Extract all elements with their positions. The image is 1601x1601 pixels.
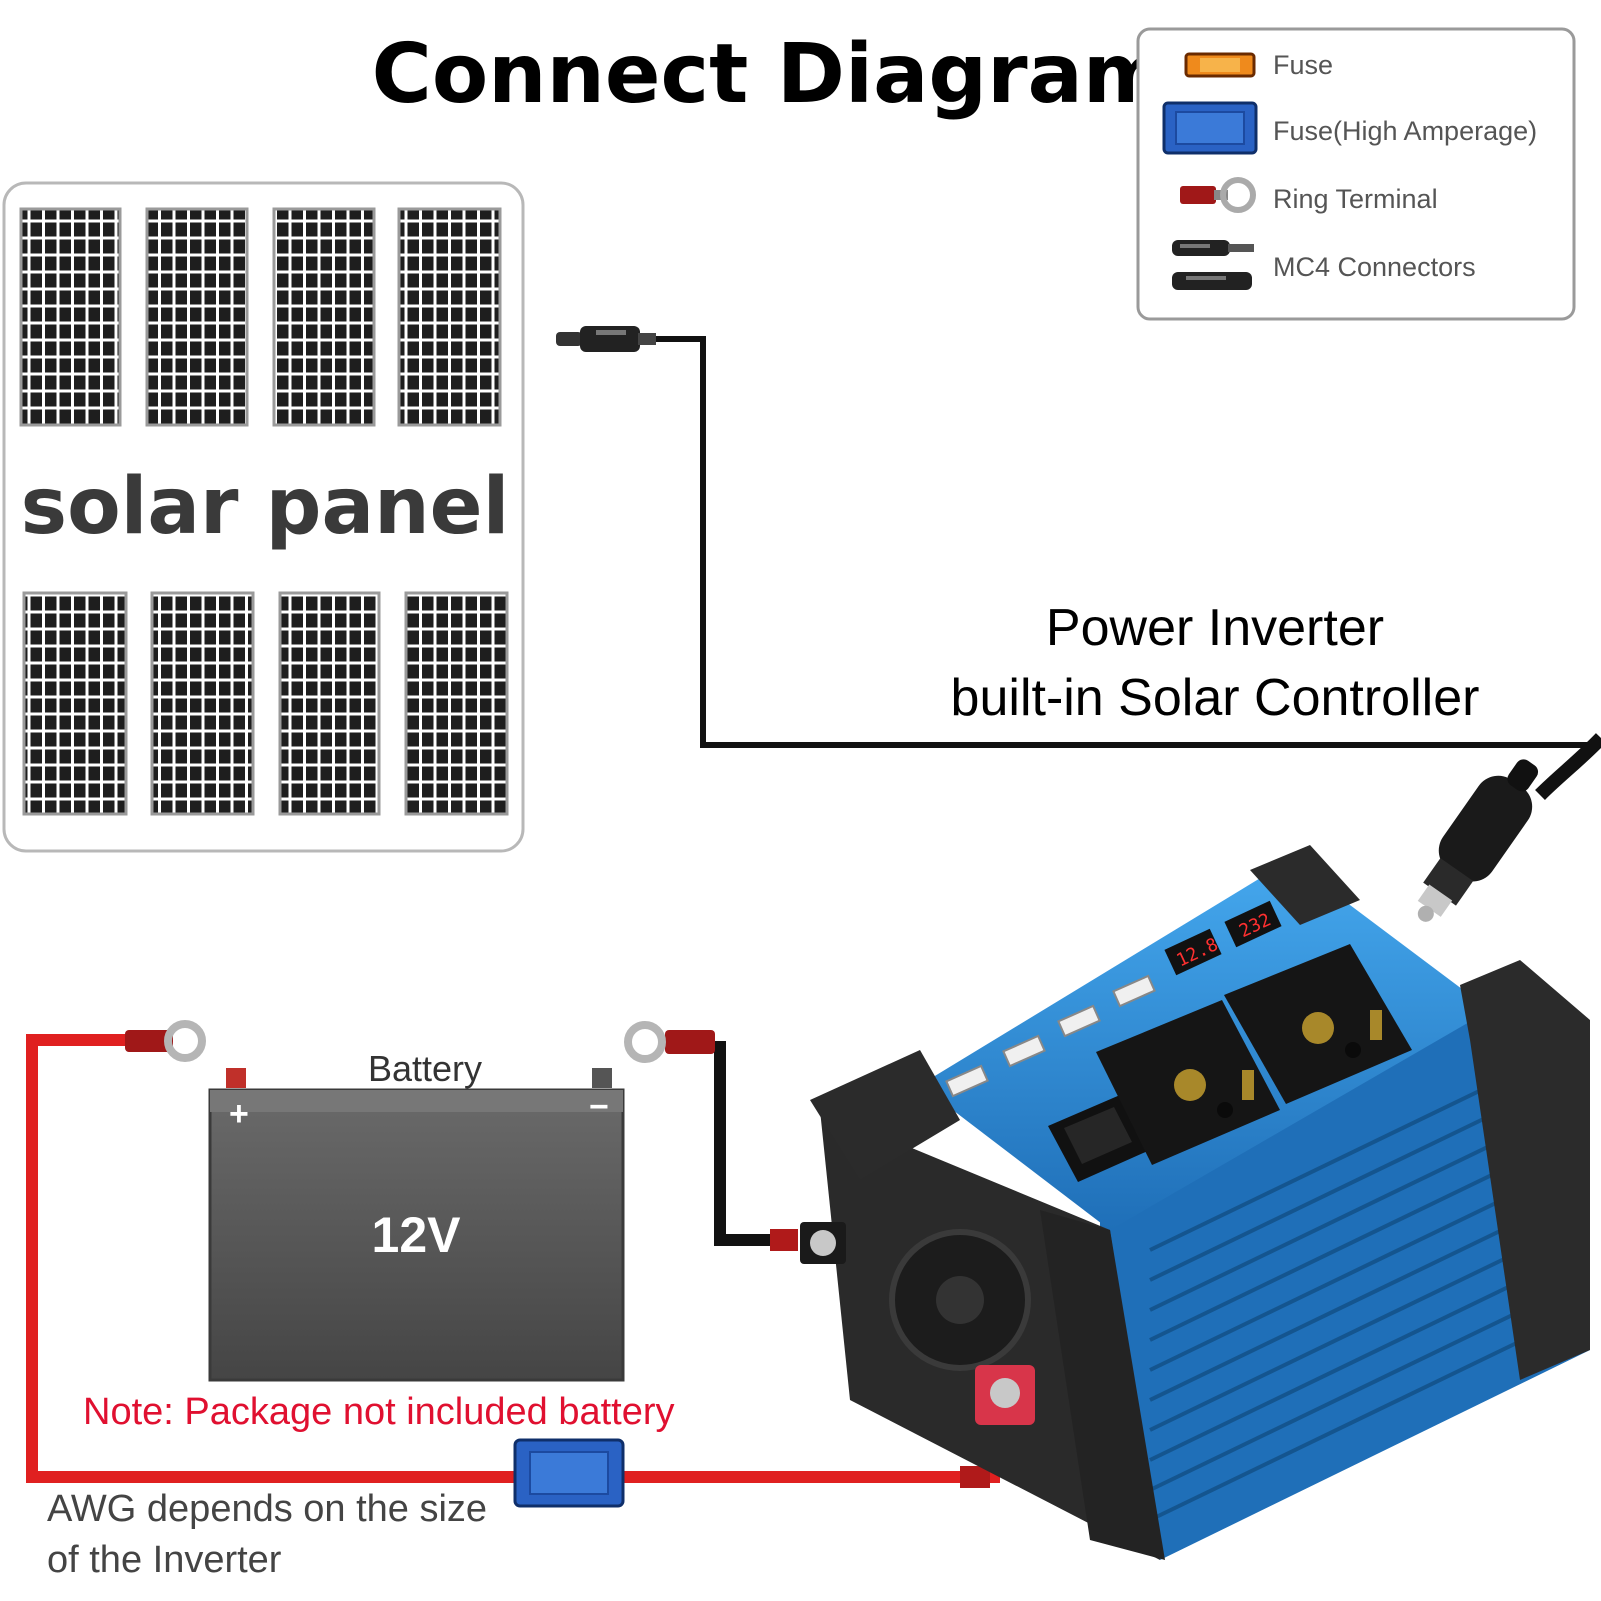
legend-item-label: Fuse(High Amperage) [1273,116,1537,146]
legend: Fuse Fuse(High Amperage) Ring Terminal M… [1136,27,1576,321]
ring-terminal-icon [1180,177,1256,213]
solar-cell-group-bottom [22,591,509,816]
ring-terminal [624,1021,715,1063]
high-amperage-fuse-icon [1162,101,1258,155]
legend-item-label: MC4 Connectors [1273,252,1476,282]
page-title: Connect Diagram [372,27,1169,122]
ac-socket [1096,1000,1280,1165]
high-amperage-fuse [513,1438,625,1508]
voltage-display [1164,928,1222,976]
awg-note-line1: AWG depends on the size [47,1488,487,1530]
ac-socket [1224,944,1412,1104]
battery: Battery + − 12V [208,1048,625,1382]
solar-panel-label: solar panel [21,462,510,552]
battery-voltage: 12V [372,1207,462,1263]
power-switch[interactable] [1048,1095,1150,1182]
usb-port [1002,1034,1046,1068]
cigarette-plug [1417,759,1539,922]
usb-port [1057,1004,1101,1038]
cigarette-plug-cable [1535,733,1601,800]
wire-terminal [960,1466,990,1488]
battery-label: Battery [368,1048,482,1089]
mc4-connector [556,326,656,352]
wire-terminal [770,1229,798,1251]
solar-panel: solar panel [2,181,525,853]
power-inverter: 12.8 232 [800,845,1590,1560]
solar-cable [656,336,1601,748]
awg-note-line2: of the Inverter [47,1539,282,1581]
fuse-icon [1184,52,1256,78]
usb-port [945,1064,989,1098]
battery-plus: + [229,1095,249,1133]
battery-note: Note: Package not included battery [83,1391,675,1433]
battery-minus: − [589,1088,609,1126]
mc4-connector-icon [1172,240,1254,290]
solar-cell-group-top [19,207,502,427]
usb-port [1112,974,1156,1008]
legend-item-label: Ring Terminal [1273,184,1438,214]
ring-terminal [125,1020,206,1062]
negative-wire [714,1041,790,1246]
inverter-label-line2: built-in Solar Controller [951,669,1480,727]
inverter-label-line1: Power Inverter [1046,599,1384,657]
legend-item-label: Fuse [1273,50,1333,80]
output-display [1224,900,1282,948]
